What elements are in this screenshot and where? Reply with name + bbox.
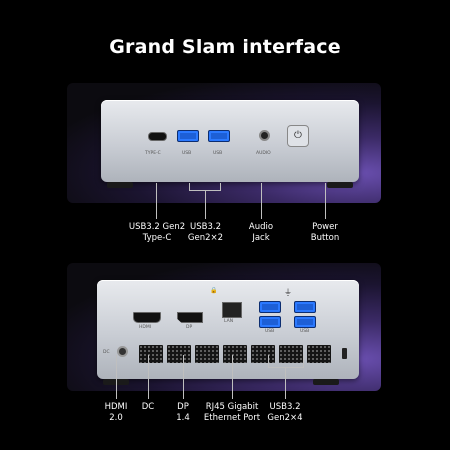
leader-line [189, 183, 190, 190]
leader-line [156, 183, 157, 219]
front-panel-photo: TYPE-C USB USB AUDIO ⏻ [67, 83, 381, 203]
caption-line: Audio [248, 222, 274, 232]
caption-line: Jack [252, 233, 270, 243]
caption-line: DC [141, 402, 155, 412]
dp-port-label: DP [186, 325, 193, 330]
lan-port [222, 302, 242, 318]
hdmi-port-label: HDMI [139, 325, 152, 330]
usb-c-port [148, 132, 167, 141]
caption-dp: DP 1.4 [168, 402, 198, 424]
audio-port-label: AUDIO [256, 151, 271, 156]
page-title: Grand Slam interface [109, 36, 341, 58]
caption-line: Type-C [142, 233, 172, 243]
usb-port-label-2: USB [213, 151, 223, 156]
caption-line: 1.4 [176, 413, 190, 423]
usb-port-label-4: USB [300, 329, 310, 334]
caption-line: USB3.2 Gen2 [128, 222, 186, 232]
caption-line: Gen2×4 [267, 413, 303, 423]
foot-right [313, 379, 339, 385]
caption-line: 2.0 [109, 413, 123, 423]
displayport [177, 312, 203, 323]
caption-line: DP [177, 402, 189, 412]
caption-usb-rear: USB3.2 Gen2×4 [262, 402, 308, 424]
leader-line [325, 183, 326, 219]
caption-dc: DC [134, 402, 162, 413]
foot-left [107, 182, 133, 188]
usb-a-port-6 [294, 316, 316, 328]
lock-icon: 🔒 [210, 287, 218, 294]
vent-grille [139, 345, 163, 363]
caption-audio: Audio Jack [240, 222, 282, 244]
leader-line [268, 355, 269, 367]
caption-power: Power Button [303, 222, 347, 244]
leader-line [232, 355, 233, 399]
typec-port-label: TYPE-C [145, 151, 161, 156]
dc-port-label: DC [103, 350, 110, 355]
caption-rj45: RJ45 Gigabit Ethernet Port [196, 402, 268, 424]
caption-line: HDMI [104, 402, 128, 412]
lan-port-label: LAN [224, 319, 234, 324]
caption-line: Gen2×2 [187, 233, 224, 243]
audio-jack [259, 130, 270, 141]
mini-pc-front: TYPE-C USB USB AUDIO ⏻ [101, 100, 359, 182]
ground-icon: ⏚ [284, 288, 292, 297]
mini-pc-rear: 🔒 ⏚ HDMI DP LAN USB USB DC [97, 280, 359, 379]
caption-hdmi: HDMI 2.0 [98, 402, 134, 424]
leader-line [303, 355, 304, 367]
caption-line: Ethernet Port [203, 413, 261, 423]
leader-line [220, 183, 221, 190]
caption-usb-a: USB3.2 Gen2×2 [183, 222, 228, 244]
leader-line [183, 355, 184, 399]
vent-grille [223, 345, 247, 363]
usb-port-label-1: USB [182, 151, 192, 156]
caption-line: USB3.2 [190, 222, 221, 232]
leader-line [116, 355, 117, 399]
leader-line [148, 355, 149, 399]
caption-usb-c: USB3.2 Gen2 Type-C [122, 222, 192, 244]
hdmi-port [133, 312, 161, 323]
vent-grille [307, 345, 331, 363]
usb-a-port-2 [208, 130, 230, 142]
vent-grille [279, 345, 303, 363]
caption-line: RJ45 Gigabit [205, 402, 259, 412]
rear-panel-photo: 🔒 ⏚ HDMI DP LAN USB USB DC [67, 263, 381, 391]
caption-line: USB3.2 [269, 402, 301, 412]
kensington-lock-slot [342, 348, 347, 359]
usb-a-port-1 [177, 130, 199, 142]
leader-bracket [268, 367, 304, 368]
usb-a-port-5 [294, 301, 316, 313]
usb-a-port-4 [259, 316, 281, 328]
vent-grille [251, 345, 275, 363]
vent-grille [167, 345, 191, 363]
vent-grille [195, 345, 219, 363]
caption-line: Button [310, 233, 340, 243]
foot-right [327, 182, 353, 188]
usb-port-label-3: USB [265, 329, 275, 334]
caption-line: Power [312, 222, 338, 232]
dc-power-jack [117, 346, 128, 357]
leader-line [205, 190, 206, 219]
power-button-icon: ⏻ [287, 125, 309, 147]
leader-line [285, 367, 286, 399]
leader-line [261, 183, 262, 219]
usb-a-port-3 [259, 301, 281, 313]
